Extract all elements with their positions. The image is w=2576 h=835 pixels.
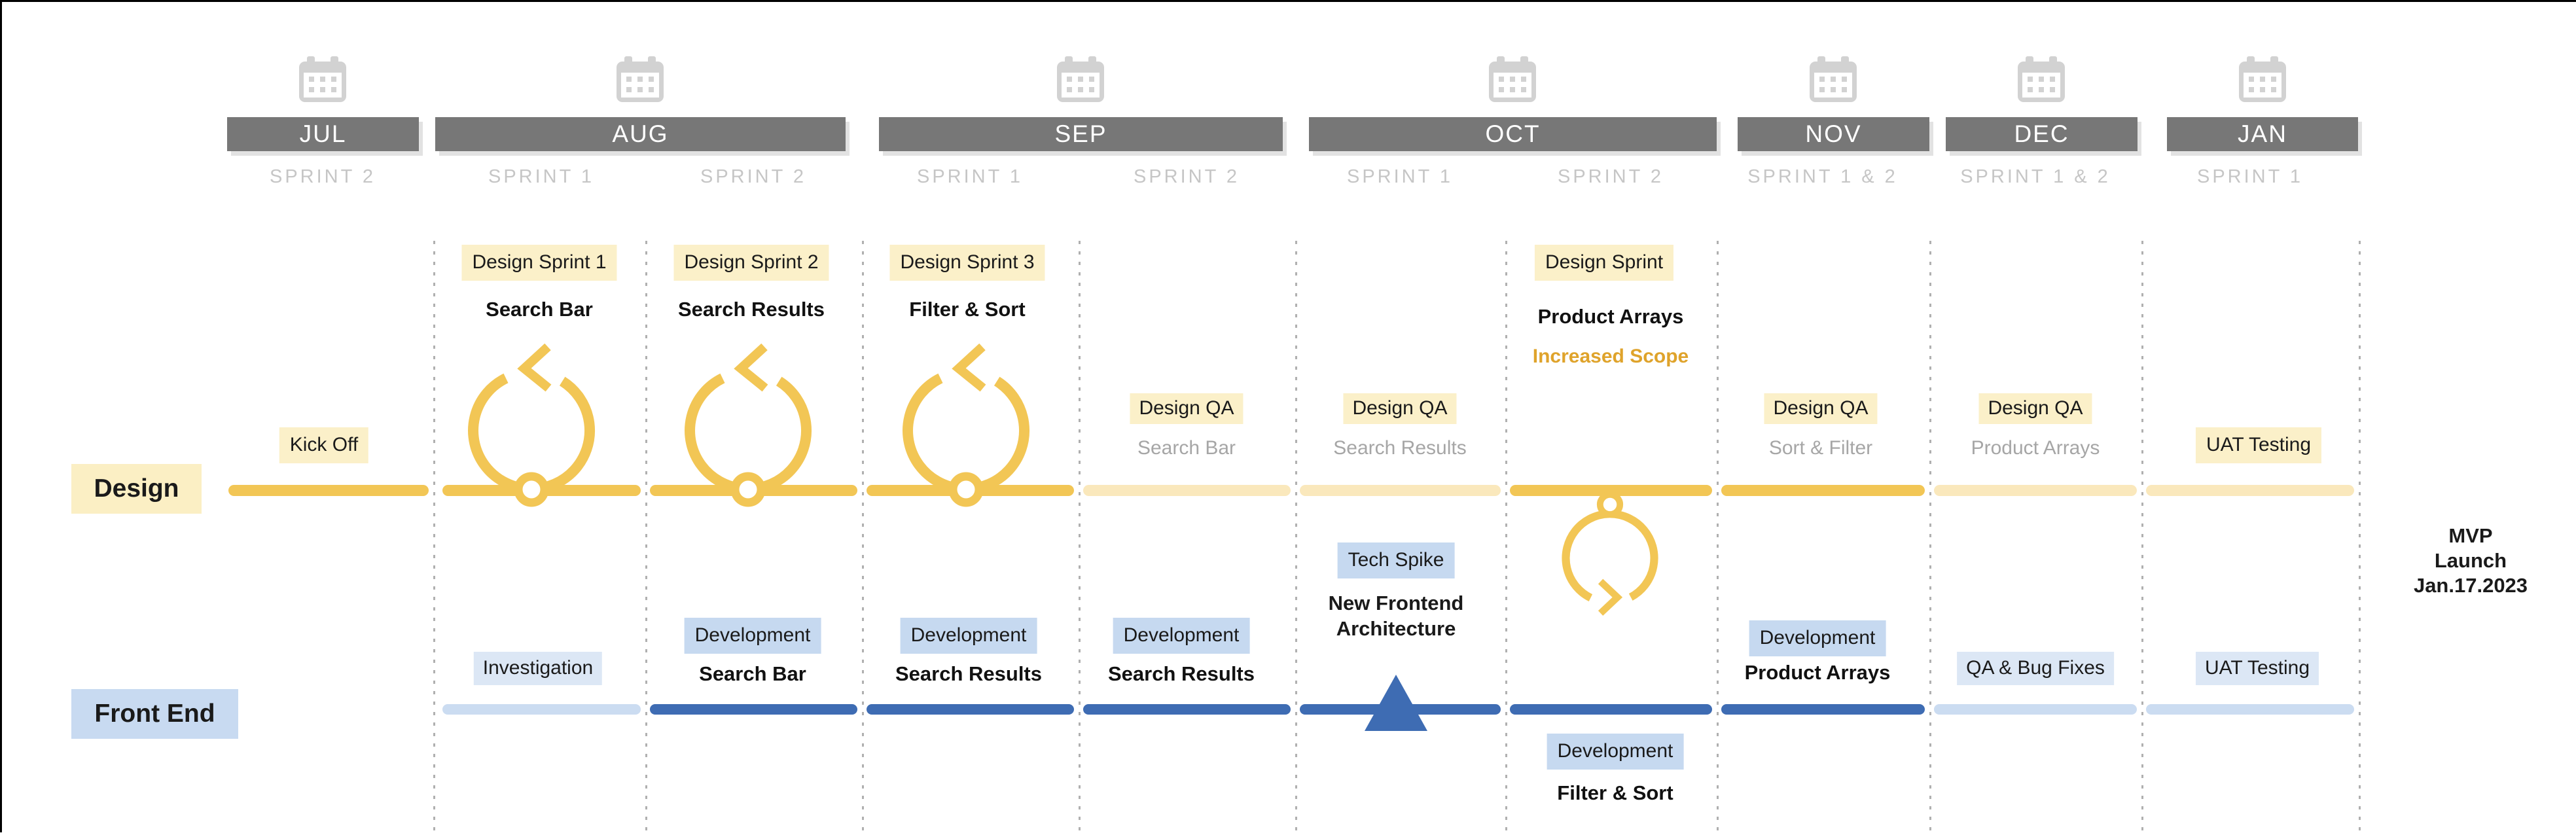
column-divider bbox=[1929, 241, 1931, 835]
design-sprint-tag: Design Sprint 1 bbox=[461, 245, 617, 281]
column-divider bbox=[1295, 241, 1297, 835]
sprint-loop-icon bbox=[468, 343, 595, 507]
column-divider bbox=[2141, 241, 2143, 835]
design-line-segment-pale bbox=[1934, 485, 2137, 496]
month-bar-aug: AUG bbox=[435, 117, 846, 151]
calendar-icon bbox=[1810, 56, 1857, 102]
design-qa-feature: Search Results bbox=[1333, 437, 1467, 459]
calendar-icon bbox=[617, 56, 664, 102]
design-sprint-feature: Search Results bbox=[678, 298, 825, 321]
design-qa-feature: Product Arrays bbox=[1971, 437, 2100, 459]
frontend-line-segment-pale bbox=[2146, 704, 2354, 715]
sprint-label: SPRINT 1 bbox=[488, 166, 595, 187]
sprint-label: SPRINT 1 bbox=[1346, 166, 1454, 187]
development-tag: Development bbox=[1113, 618, 1250, 654]
month-bar-sep: SEP bbox=[879, 117, 1283, 151]
frontend-line-segment-pale bbox=[442, 704, 641, 715]
calendar-icon bbox=[1489, 56, 1536, 102]
month-bar-oct: OCT bbox=[1309, 117, 1717, 151]
design-line-segment-pale bbox=[2146, 485, 2354, 496]
left-border bbox=[0, 0, 2, 832]
calendar-icon bbox=[2018, 56, 2065, 102]
tech-spike-tag: Tech Spike bbox=[1337, 542, 1455, 578]
column-divider bbox=[862, 241, 864, 835]
design-qa-feature: Search Bar bbox=[1137, 437, 1236, 459]
frontend-line-segment-pale bbox=[1934, 704, 2137, 715]
design-sprint-tag: Design Sprint 2 bbox=[673, 245, 829, 281]
sprint-label: SPRINT 1 & 2 bbox=[1747, 166, 1898, 187]
sprint-label: SPRINT 1 & 2 bbox=[1960, 166, 2111, 187]
frontend-line-segment bbox=[650, 704, 857, 715]
design-line-segment bbox=[1510, 485, 1712, 496]
mvp-launch-milestone: MVP Launch Jan.17.2023 bbox=[2376, 524, 2566, 598]
frontend-line-segment bbox=[1510, 704, 1712, 715]
mvp-line2: Launch bbox=[2434, 549, 2507, 572]
column-divider bbox=[1079, 241, 1081, 835]
sprint-loop-down-icon bbox=[1562, 491, 1658, 616]
design-qa-feature: Sort & Filter bbox=[1768, 437, 1873, 459]
design-line-segment bbox=[1721, 485, 1925, 496]
development-feature: Product Arrays bbox=[1744, 661, 1891, 684]
kickoff-label: Kick Off bbox=[279, 427, 369, 463]
top-border bbox=[0, 0, 2576, 2]
sprint-loop-icon bbox=[685, 343, 812, 507]
development-feature: Search Bar bbox=[699, 662, 806, 685]
frontend-uat-label: UAT Testing bbox=[2195, 652, 2319, 685]
design-sprint-feature: Search Bar bbox=[486, 298, 593, 321]
qa-bug-fixes-label: QA & Bug Fixes bbox=[1957, 652, 2114, 685]
frontend-line-segment bbox=[1083, 704, 1291, 715]
development-tag: Development bbox=[1749, 620, 1886, 656]
frontend-line-segment bbox=[867, 704, 1074, 715]
tech-spike-line2: Architecture bbox=[1336, 617, 1456, 640]
design-uat-label: UAT Testing bbox=[2195, 427, 2322, 463]
month-bar-dec: DEC bbox=[1946, 117, 2138, 151]
development-tag: Development bbox=[684, 618, 821, 654]
frontend-line-segment bbox=[1721, 704, 1925, 715]
development-feature: Search Results bbox=[895, 662, 1042, 685]
increased-scope-note: Increased Scope bbox=[1532, 346, 1689, 367]
development-feature: Filter & Sort bbox=[1557, 781, 1673, 804]
column-divider bbox=[645, 241, 647, 835]
design-qa-tag: Design QA bbox=[1343, 393, 1457, 424]
mvp-line1: MVP bbox=[2448, 524, 2493, 547]
calendar-icon bbox=[2239, 56, 2286, 102]
design-qa-tag: Design QA bbox=[1978, 393, 2092, 424]
calendar-icon bbox=[1057, 56, 1104, 102]
design-qa-tag: Design QA bbox=[1130, 393, 1243, 424]
column-divider bbox=[1717, 241, 1719, 835]
design-qa-tag: Design QA bbox=[1764, 393, 1878, 424]
design-line-segment-pale bbox=[1083, 485, 1291, 496]
tech-spike-feature: New Frontend Architecture bbox=[1329, 590, 1464, 641]
month-bar-nov: NOV bbox=[1738, 117, 1929, 151]
design-sprint-tag: Design Sprint 3 bbox=[889, 245, 1045, 281]
sprint-label: SPRINT 2 bbox=[269, 166, 376, 187]
development-tag: Development bbox=[1547, 734, 1684, 770]
column-divider bbox=[1505, 241, 1507, 835]
sprint-label: SPRINT 2 bbox=[700, 166, 807, 187]
milestone-triangle-icon bbox=[1365, 675, 1427, 731]
month-bar-jul: JUL bbox=[227, 117, 419, 151]
month-bar-jan: JAN bbox=[2167, 117, 2358, 151]
sprint-label: SPRINT 2 bbox=[1557, 166, 1664, 187]
calendar-icon bbox=[299, 56, 346, 102]
column-divider bbox=[2359, 241, 2361, 835]
mvp-line3: Jan.17.2023 bbox=[2413, 574, 2528, 597]
design-sprint-feature: Product Arrays bbox=[1537, 305, 1684, 328]
design-sprint-tag: Design Sprint bbox=[1534, 245, 1674, 281]
development-feature: Search Results bbox=[1108, 662, 1255, 685]
tech-spike-line1: New Frontend bbox=[1328, 592, 1464, 614]
sprint-label: SPRINT 1 bbox=[916, 166, 1024, 187]
design-line-segment-pale bbox=[1300, 485, 1501, 496]
design-track-label: Design bbox=[71, 464, 202, 514]
development-tag: Development bbox=[900, 618, 1037, 654]
column-divider bbox=[433, 241, 435, 835]
sprint-loop-icon bbox=[903, 343, 1029, 507]
design-sprint-feature: Filter & Sort bbox=[909, 298, 1026, 321]
investigation-label: Investigation bbox=[473, 652, 603, 685]
frontend-track-label: Front End bbox=[71, 689, 238, 739]
design-line-segment bbox=[228, 485, 429, 496]
sprint-label: SPRINT 1 bbox=[2196, 166, 2304, 187]
sprint-label: SPRINT 2 bbox=[1133, 166, 1240, 187]
